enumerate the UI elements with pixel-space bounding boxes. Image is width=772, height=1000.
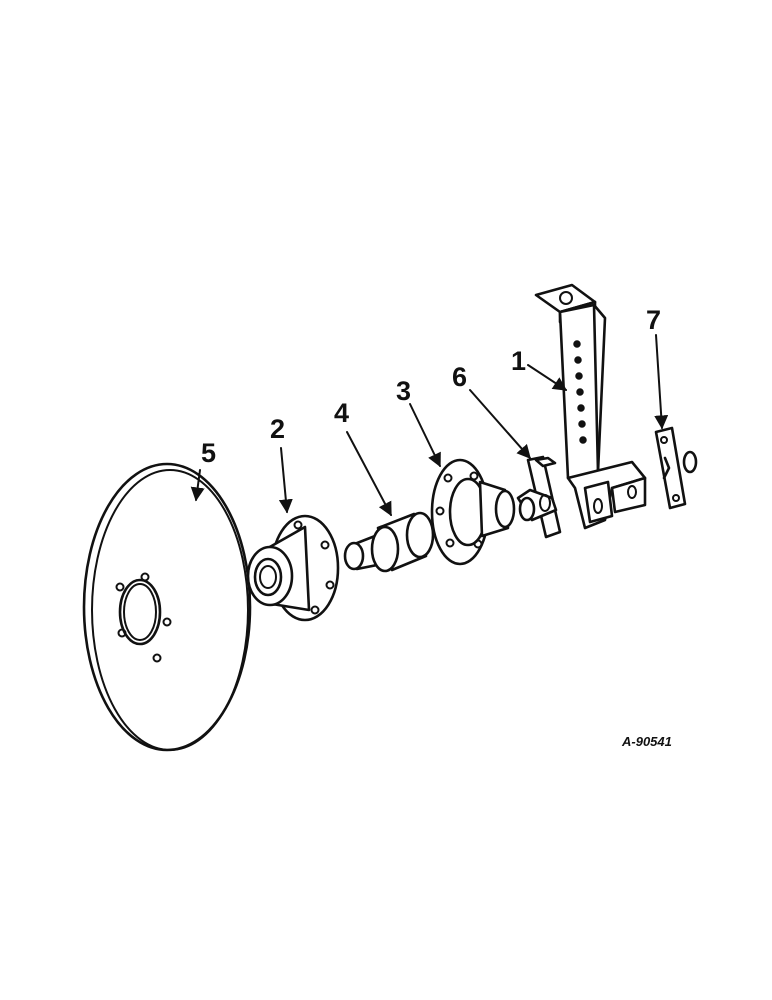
standard-arm-part-1 bbox=[534, 283, 647, 530]
callout-5: 5 bbox=[201, 438, 216, 468]
leader-arrow-1 bbox=[527, 364, 568, 391]
leader-arrow-4 bbox=[346, 431, 392, 517]
stud-plate-part-7 bbox=[654, 426, 698, 510]
leader-arrow-5 bbox=[190, 469, 205, 502]
callout-6: 6 bbox=[452, 362, 467, 392]
callout-2: 2 bbox=[270, 414, 285, 444]
callout-4: 4 bbox=[334, 398, 349, 428]
leader-arrow-3 bbox=[409, 403, 441, 468]
bearing-flange-part-3 bbox=[430, 458, 516, 566]
drawing-code: A-90541 bbox=[621, 734, 672, 749]
callout-3: 3 bbox=[396, 376, 411, 406]
spindle-sleeve-part-4 bbox=[343, 511, 435, 573]
leader-arrow-2 bbox=[278, 447, 293, 514]
disc-blade-part-5 bbox=[82, 462, 252, 752]
leader-arrows bbox=[190, 334, 669, 517]
callout-1: 1 bbox=[511, 346, 526, 376]
bearing-housing-part-2 bbox=[246, 514, 340, 622]
callout-7: 7 bbox=[646, 305, 661, 335]
bracket-plate-part-6 bbox=[516, 455, 562, 539]
leader-arrow-6 bbox=[469, 389, 531, 460]
leader-arrow-7 bbox=[654, 334, 669, 430]
